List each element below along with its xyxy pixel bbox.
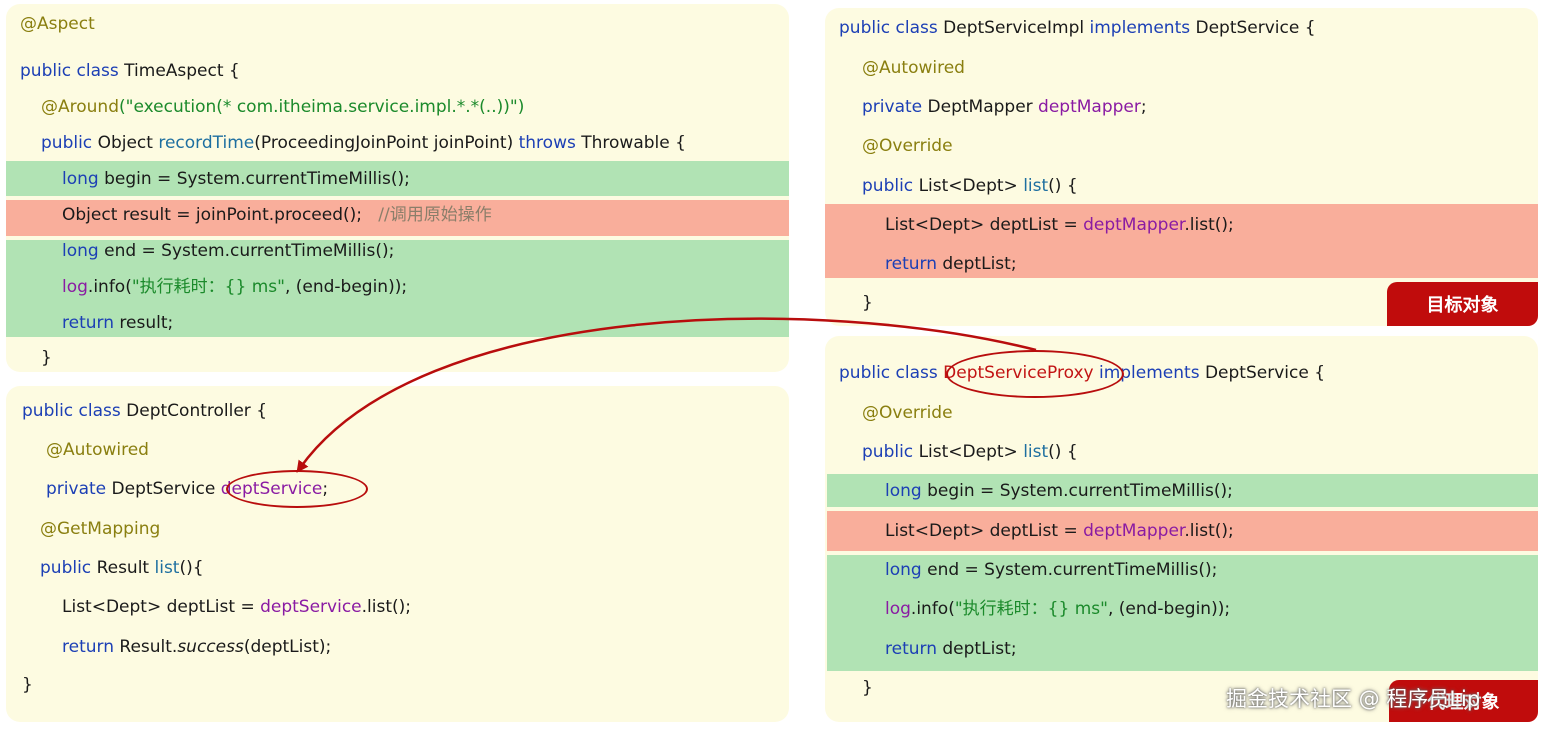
code-line: public List<Dept> list() {: [862, 176, 1078, 196]
code-line: return Result.success(deptList);: [62, 637, 332, 657]
arrow-path: [296, 317, 1037, 473]
code-line: long end = System.currentTimeMillis();: [885, 560, 1218, 580]
code-line: @Autowired: [862, 58, 965, 78]
code-line: return result;: [62, 313, 174, 333]
code-line: public List<Dept> list() {: [862, 442, 1078, 462]
code-line: }: [22, 675, 33, 695]
code-line: long end = System.currentTimeMillis();: [62, 241, 395, 261]
code-line: private DeptMapper deptMapper;: [862, 97, 1147, 117]
highlight-proceed: [6, 200, 789, 236]
code-line: }: [862, 293, 873, 313]
watermark: 掘金技术社区 @ 程序员Lip: [1226, 687, 1481, 711]
highlight-after: [6, 240, 789, 337]
proxy-object-tag: 代理对象: [1389, 680, 1538, 722]
code-line: long begin = System.currentTimeMillis();: [885, 481, 1233, 501]
code-line: List<Dept> deptList = deptService.list()…: [62, 597, 412, 617]
highlight-after: [827, 555, 1538, 671]
code-line: }: [41, 348, 52, 368]
code-line: @Around("execution(* com.itheima.service…: [41, 97, 525, 117]
code-line: @Aspect: [20, 14, 95, 34]
code-line: Object result = joinPoint.proceed(); //调…: [62, 205, 492, 225]
code-line: }: [862, 678, 873, 698]
highlight-target-body: [825, 204, 1538, 278]
code-line: @Override: [862, 136, 953, 156]
code-line: @Autowired: [46, 440, 149, 460]
code-line: log.info("执行耗时：{} ms", (end-begin));: [885, 599, 1231, 619]
code-line: public class DeptServiceImpl implements …: [839, 18, 1316, 38]
code-line: public class DeptController {: [22, 401, 268, 421]
code-line: public Object recordTime(ProceedingJoinP…: [41, 133, 686, 153]
code-line: long begin = System.currentTimeMillis();: [62, 169, 410, 189]
time-aspect-panel: @Aspect public class TimeAspect { @Aroun…: [6, 4, 789, 372]
dept-service-proxy-panel: public class DeptServiceProxy implements…: [825, 336, 1538, 722]
highlight-target-call: [827, 511, 1538, 551]
target-object-tag: 目标对象: [1387, 282, 1538, 326]
code-line: return deptList;: [885, 639, 1017, 659]
code-line: log.info("执行耗时：{} ms", (end-begin));: [62, 277, 408, 297]
dept-service-impl-panel: public class DeptServiceImpl implements …: [825, 8, 1538, 326]
highlight-before: [6, 161, 789, 196]
code-line: @Override: [862, 403, 953, 423]
code-line: @GetMapping: [40, 519, 161, 539]
highlight-before: [827, 474, 1538, 507]
code-line: List<Dept> deptList = deptMapper.list();: [885, 521, 1234, 541]
code-line: return deptList;: [885, 254, 1017, 274]
code-line: public class TimeAspect {: [20, 61, 240, 81]
code-line: List<Dept> deptList = deptMapper.list();: [885, 215, 1234, 235]
code-line: public Result list(){: [40, 558, 204, 578]
